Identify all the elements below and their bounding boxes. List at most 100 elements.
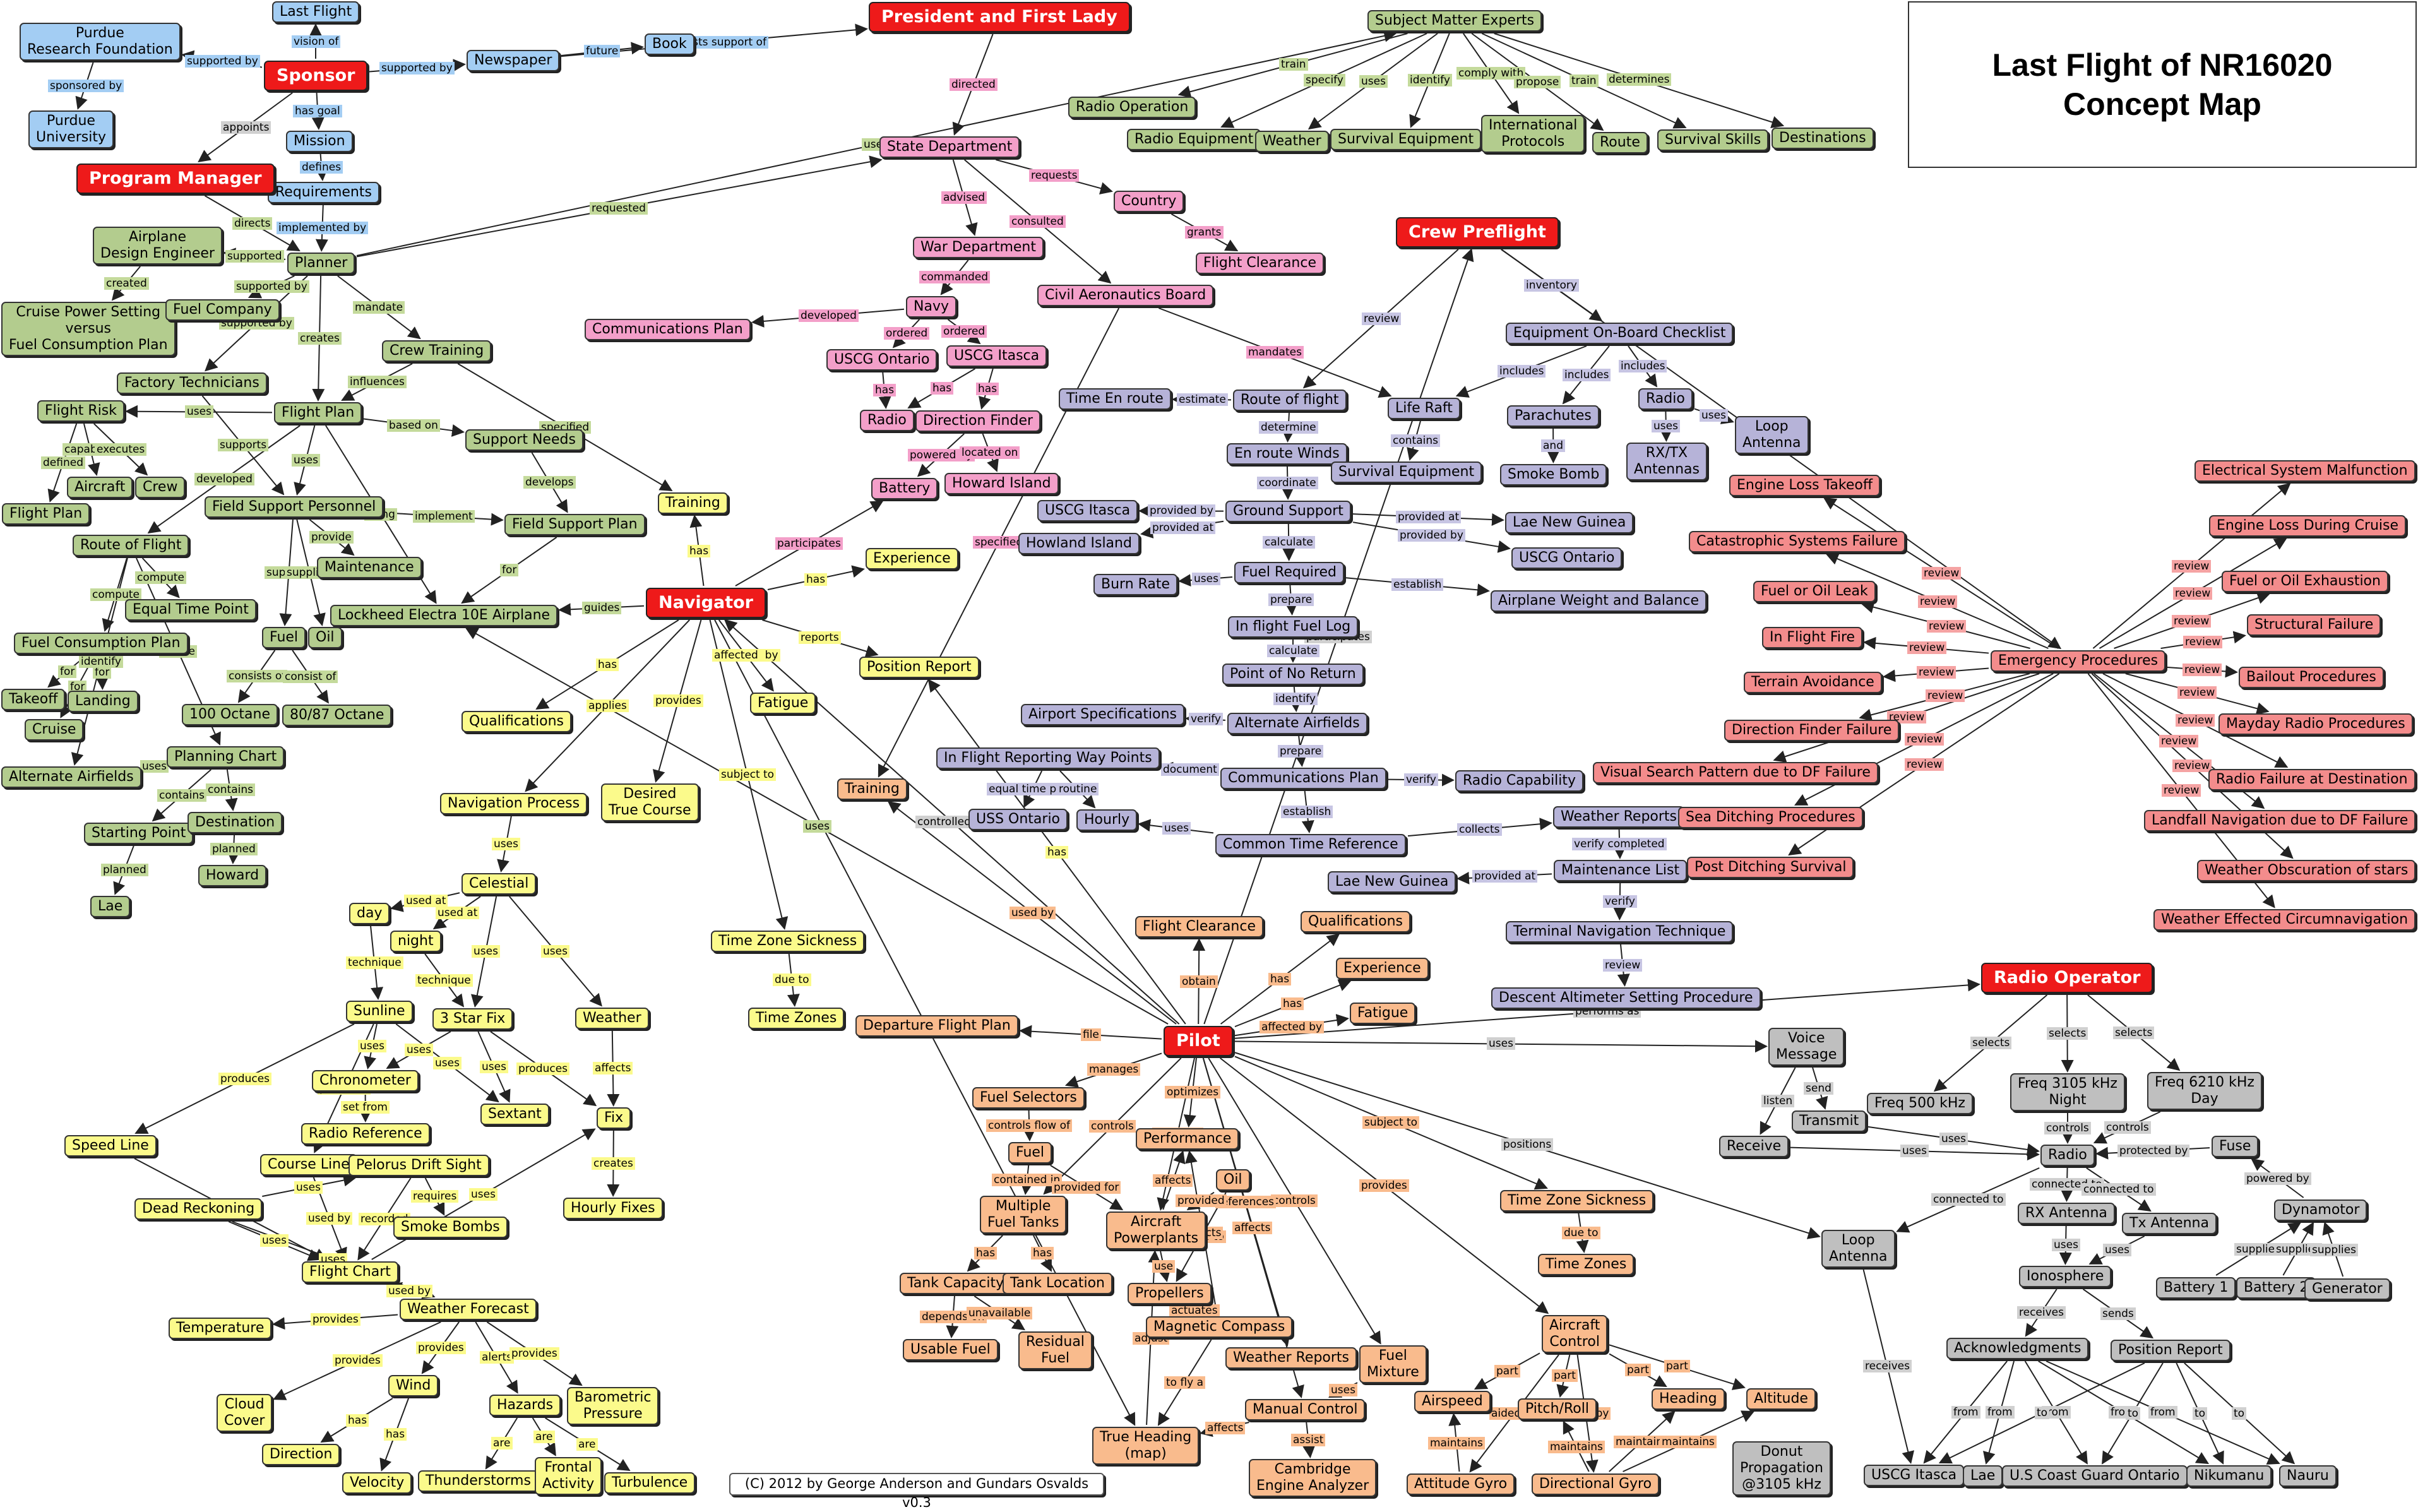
node-tankcap[interactable]: Tank Capacity [900,1273,1011,1294]
node-postditch[interactable]: Post Ditching Survival [1687,857,1854,878]
node-fuelleak[interactable]: Fuel or Oil Leak [1753,581,1876,602]
node-loopGr[interactable]: Loop Antenna [1821,1230,1895,1268]
node-timeenroute[interactable]: Time En route [1059,388,1171,410]
node-transmit[interactable]: Transmit [1792,1110,1866,1132]
node-residual[interactable]: Residual Fuel [1018,1331,1092,1369]
node-planchart[interactable]: Planning Chart [167,746,284,768]
node-liferaft[interactable]: Life Raft [1388,398,1460,419]
node-radioL[interactable]: Radio [1638,388,1693,410]
node-navproc[interactable]: Navigation Process [440,793,587,814]
node-nauru[interactable]: Nauru [2279,1465,2337,1487]
node-tzsY[interactable]: Time Zone Sickness [711,931,864,952]
node-bailout[interactable]: Bailout Procedures [2239,667,2384,688]
node-radioref[interactable]: Radio Reference [301,1123,430,1145]
node-nikumanu[interactable]: Nikumanu [2186,1465,2272,1487]
node-receive[interactable]: Receive [1719,1136,1789,1157]
node-dffail[interactable]: Direction Finder Failure [1724,720,1899,741]
node-flightplan[interactable]: Flight Plan [274,402,362,424]
node-survivalEq[interactable]: Survival Equipment [1330,129,1481,150]
node-fcp[interactable]: Fuel Consumption Plan [14,633,188,654]
node-lockheed[interactable]: Lockheed Electra 10E Airplane [330,605,557,626]
node-posreportY[interactable]: Position Report [859,657,979,678]
node-newspaper[interactable]: Newspaper [467,50,559,71]
node-altfieldsG[interactable]: Alternate Airfields [1,766,141,788]
node-etp[interactable]: Equal Time Point [125,599,256,621]
node-airspecs[interactable]: Airport Specifications [1021,704,1184,725]
node-hazards[interactable]: Hazards [489,1395,561,1416]
node-caboard[interactable]: Civil Aeronautics Board [1037,285,1213,306]
node-route[interactable]: Route [1592,132,1648,153]
node-celestial[interactable]: Celestial [462,873,536,895]
node-chrono[interactable]: Chronometer [312,1070,419,1092]
node-terrain[interactable]: Terrain Avoidance [1744,672,1882,693]
node-direction[interactable]: Direction [262,1444,340,1465]
node-pelorus[interactable]: Pelorus Drift Sight [348,1155,489,1176]
node-emergency[interactable]: Emergency Procedures [1991,650,2165,672]
node-night[interactable]: night [390,931,441,952]
node-manualctrl[interactable]: Manual Control [1245,1399,1365,1420]
node-wardept[interactable]: War Department [913,237,1044,258]
node-ifrwp[interactable]: In Flight Reporting Way Points [936,747,1160,769]
node-engcruise[interactable]: Engine Loss During Cruise [2209,515,2406,537]
node-oilO[interactable]: Oil [1216,1169,1250,1191]
node-radioGr[interactable]: Radio [2040,1145,2095,1166]
node-uscgOntL[interactable]: USCG Ontario [1511,547,1622,569]
node-visualsearch[interactable]: Visual Search Pattern due to DF Failure [1593,762,1878,783]
node-howardI[interactable]: Howard Island [944,473,1059,494]
node-survEqL[interactable]: Survival Equipment [1331,461,1482,483]
node-supportneeds[interactable]: Support Needs [465,429,583,451]
node-landing[interactable]: Landing [68,691,138,712]
node-crewG[interactable]: Crew [135,477,185,498]
node-uscgItaL[interactable]: USCG Itasca [1037,500,1138,521]
node-sme[interactable]: Subject Matter Experts [1367,10,1542,32]
node-fatigueY[interactable]: Fatigue [750,693,816,714]
node-uscgItaG[interactable]: USCG Itasca [1864,1465,1964,1486]
node-laeNG2[interactable]: Lae New Guinea [1328,871,1456,893]
node-cps[interactable]: Cruise Power Setting versus Fuel Consump… [1,302,176,356]
node-flightclrP[interactable]: Flight Clearance [1196,253,1324,274]
node-aircraftctrl[interactable]: Aircraft Control [1542,1315,1607,1353]
node-oct100[interactable]: 100 Octane [182,704,278,725]
node-pilot[interactable]: Pilot [1164,1026,1233,1056]
node-freq3105[interactable]: Freq 3105 kHz Night [2010,1073,2125,1111]
node-fuse[interactable]: Fuse [2212,1136,2258,1157]
node-desired[interactable]: Desired True Course [601,783,699,821]
node-rxtx[interactable]: RX/TX Antennas [1626,443,1707,480]
node-burnrate[interactable]: Burn Rate [1093,574,1177,595]
node-multitanks[interactable]: Multiple Fuel Tanks [980,1196,1066,1234]
node-groundsupp[interactable]: Ground Support [1225,501,1351,522]
node-book[interactable]: Book [645,33,694,55]
node-laeNG1[interactable]: Lae New Guinea [1505,512,1633,533]
node-generator[interactable]: Generator [2304,1278,2390,1300]
node-dirgyro[interactable]: Directional Gyro [1532,1473,1659,1495]
node-qualO[interactable]: Qualifications [1301,911,1410,932]
node-routeflt[interactable]: Route of flight [1233,390,1347,411]
node-fatigueO[interactable]: Fatigue [1350,1003,1415,1024]
node-battery[interactable]: Battery [871,478,938,499]
node-deadreck[interactable]: Dead Reckoning [134,1198,262,1220]
node-seaditch[interactable]: Sea Ditching Procedures [1678,807,1863,828]
node-purdueRF[interactable]: Purdue Research Foundation [20,23,181,61]
node-uscgIta[interactable]: USCG Itasca [946,345,1047,367]
node-parachutes[interactable]: Parachutes [1507,405,1599,427]
node-radiocap[interactable]: Radio Capability [1455,770,1583,792]
node-cloudcover[interactable]: Cloud Cover [217,1394,272,1432]
node-enroutewinds[interactable]: En route Winds [1227,443,1347,465]
node-freq500[interactable]: Freq 500 kHz [1867,1093,1973,1114]
node-routeG[interactable]: Route of Flight [73,535,189,556]
node-oct80[interactable]: 80/87 Octane [282,705,391,726]
node-requirements[interactable]: Requirements [268,182,379,203]
node-intlProt[interactable]: International Protocols [1481,115,1585,153]
node-radiofail[interactable]: Radio Failure at Destination [2208,769,2415,790]
node-purdueU[interactable]: Purdue University [28,110,114,148]
node-commsplan[interactable]: Communications Plan [585,319,751,340]
node-crewtrain[interactable]: Crew Training [382,340,491,362]
node-heading[interactable]: Heading [1652,1388,1725,1410]
node-pnr[interactable]: Point of No Return [1222,664,1364,685]
node-oilG[interactable]: Oil [308,627,342,648]
node-wind[interactable]: Wind [388,1375,438,1396]
node-velocity[interactable]: Velocity [342,1472,412,1494]
node-attgyro[interactable]: Attitude Gyro [1407,1473,1515,1495]
node-fsp[interactable]: Field Support Personnel [205,496,383,518]
node-destinations[interactable]: Destinations [1772,128,1874,149]
